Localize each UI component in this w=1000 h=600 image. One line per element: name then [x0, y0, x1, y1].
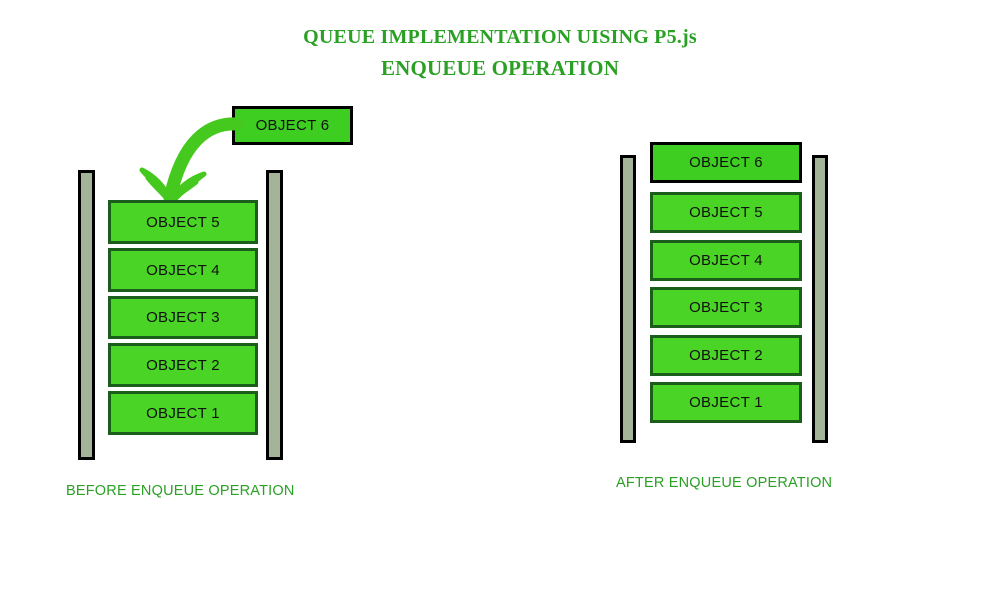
- before-stack-item-4[interactable]: OBJECT 4: [108, 248, 258, 292]
- before-stack-item-1[interactable]: OBJECT 1: [108, 391, 258, 435]
- incoming-object-6-label: OBJECT 6: [255, 117, 330, 134]
- enqueue-arrow-icon: [139, 117, 245, 205]
- before-stack-label-4: OBJECT 4: [146, 261, 220, 279]
- after-stack-label-1: OBJECT 1: [689, 394, 763, 411]
- after-stack-label-6: OBJECT 6: [689, 154, 763, 171]
- before-stack-item-3[interactable]: OBJECT 3: [108, 296, 258, 339]
- after-stack-item-4[interactable]: OBJECT 4: [650, 240, 802, 281]
- before-stack-item-2[interactable]: OBJECT 2: [108, 343, 258, 387]
- before-stack-label-1: OBJECT 1: [146, 404, 220, 422]
- before-stack-label-5: OBJECT 5: [146, 213, 220, 231]
- page-title: QUEUE IMPLEMENTATION UISING P5.js: [303, 26, 697, 48]
- after-stack-label-5: OBJECT 5: [689, 204, 763, 221]
- after-caption: AFTER ENQUEUE OPERATION: [616, 475, 833, 491]
- after-stack-item-5[interactable]: OBJECT 5: [650, 192, 802, 233]
- before-right-rail: [266, 170, 283, 460]
- before-left-rail: [78, 170, 95, 460]
- after-stack-item-6[interactable]: OBJECT 6: [650, 142, 802, 183]
- after-stack-label-4: OBJECT 4: [689, 252, 763, 269]
- after-stack-label-2: OBJECT 2: [689, 347, 763, 364]
- before-stack-label-3: OBJECT 3: [146, 309, 220, 326]
- page-subtitle: ENQUEUE OPERATION: [380, 56, 620, 80]
- after-stack-label-3: OBJECT 3: [689, 299, 763, 316]
- after-right-rail: [812, 155, 828, 443]
- before-stack-label-2: OBJECT 2: [146, 356, 220, 374]
- after-left-rail: [620, 155, 636, 443]
- after-stack-item-3[interactable]: OBJECT 3: [650, 287, 802, 328]
- after-stack-item-1[interactable]: OBJECT 1: [650, 382, 802, 423]
- after-stack-item-2[interactable]: OBJECT 2: [650, 335, 802, 376]
- title-block: QUEUE IMPLEMENTATION UISING P5.js ENQUEU…: [0, 24, 1000, 82]
- before-caption: BEFORE ENQUEUE OPERATION: [66, 483, 295, 499]
- before-stack-item-5[interactable]: OBJECT 5: [108, 200, 258, 244]
